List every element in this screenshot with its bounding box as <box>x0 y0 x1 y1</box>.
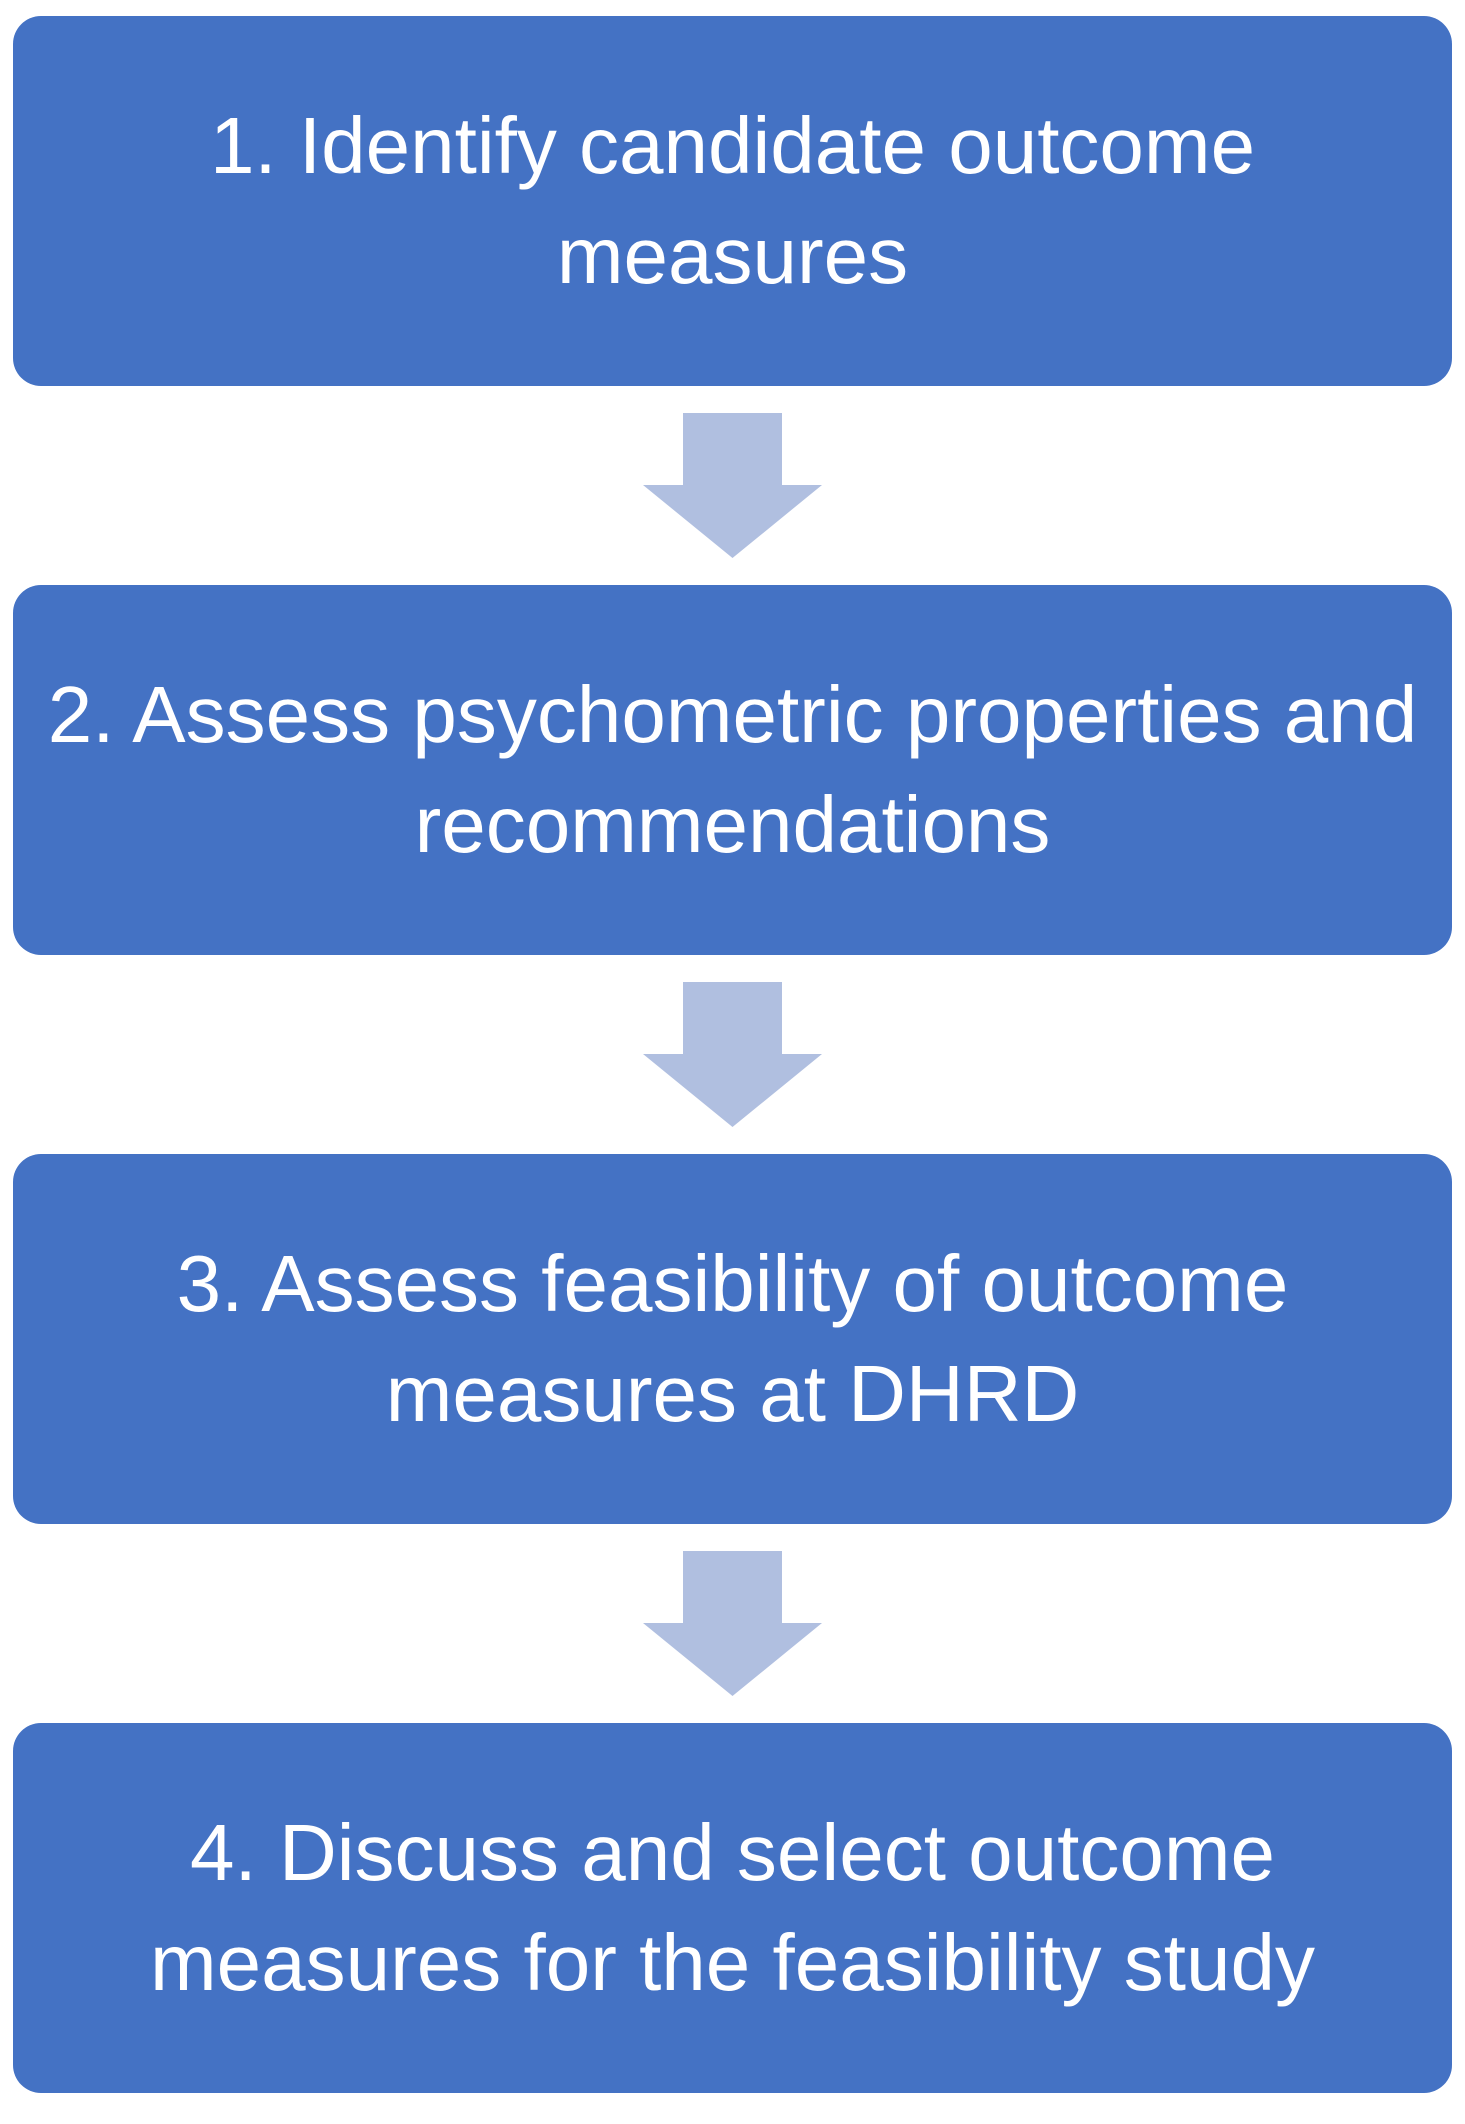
step-3-box: 3. Assess feasibility of outcome measure… <box>13 1154 1452 1524</box>
down-arrow-icon <box>643 982 822 1127</box>
step-3-label: 3. Assess feasibility of outcome measure… <box>176 1239 1289 1438</box>
down-arrow-icon <box>643 413 822 558</box>
down-arrow-icon <box>643 1551 822 1696</box>
step-1-label: 1. Identify candidate outcome measures <box>209 101 1256 300</box>
step-4-box: 4. Discuss and select outcome measures f… <box>13 1723 1452 2093</box>
step-2-box: 2. Assess psychometric properties and re… <box>13 585 1452 955</box>
step-4-label: 4. Discuss and select outcome measures f… <box>150 1808 1315 2007</box>
step-2-label: 2. Assess psychometric properties and re… <box>47 670 1418 869</box>
step-1-box: 1. Identify candidate outcome measures <box>13 16 1452 386</box>
